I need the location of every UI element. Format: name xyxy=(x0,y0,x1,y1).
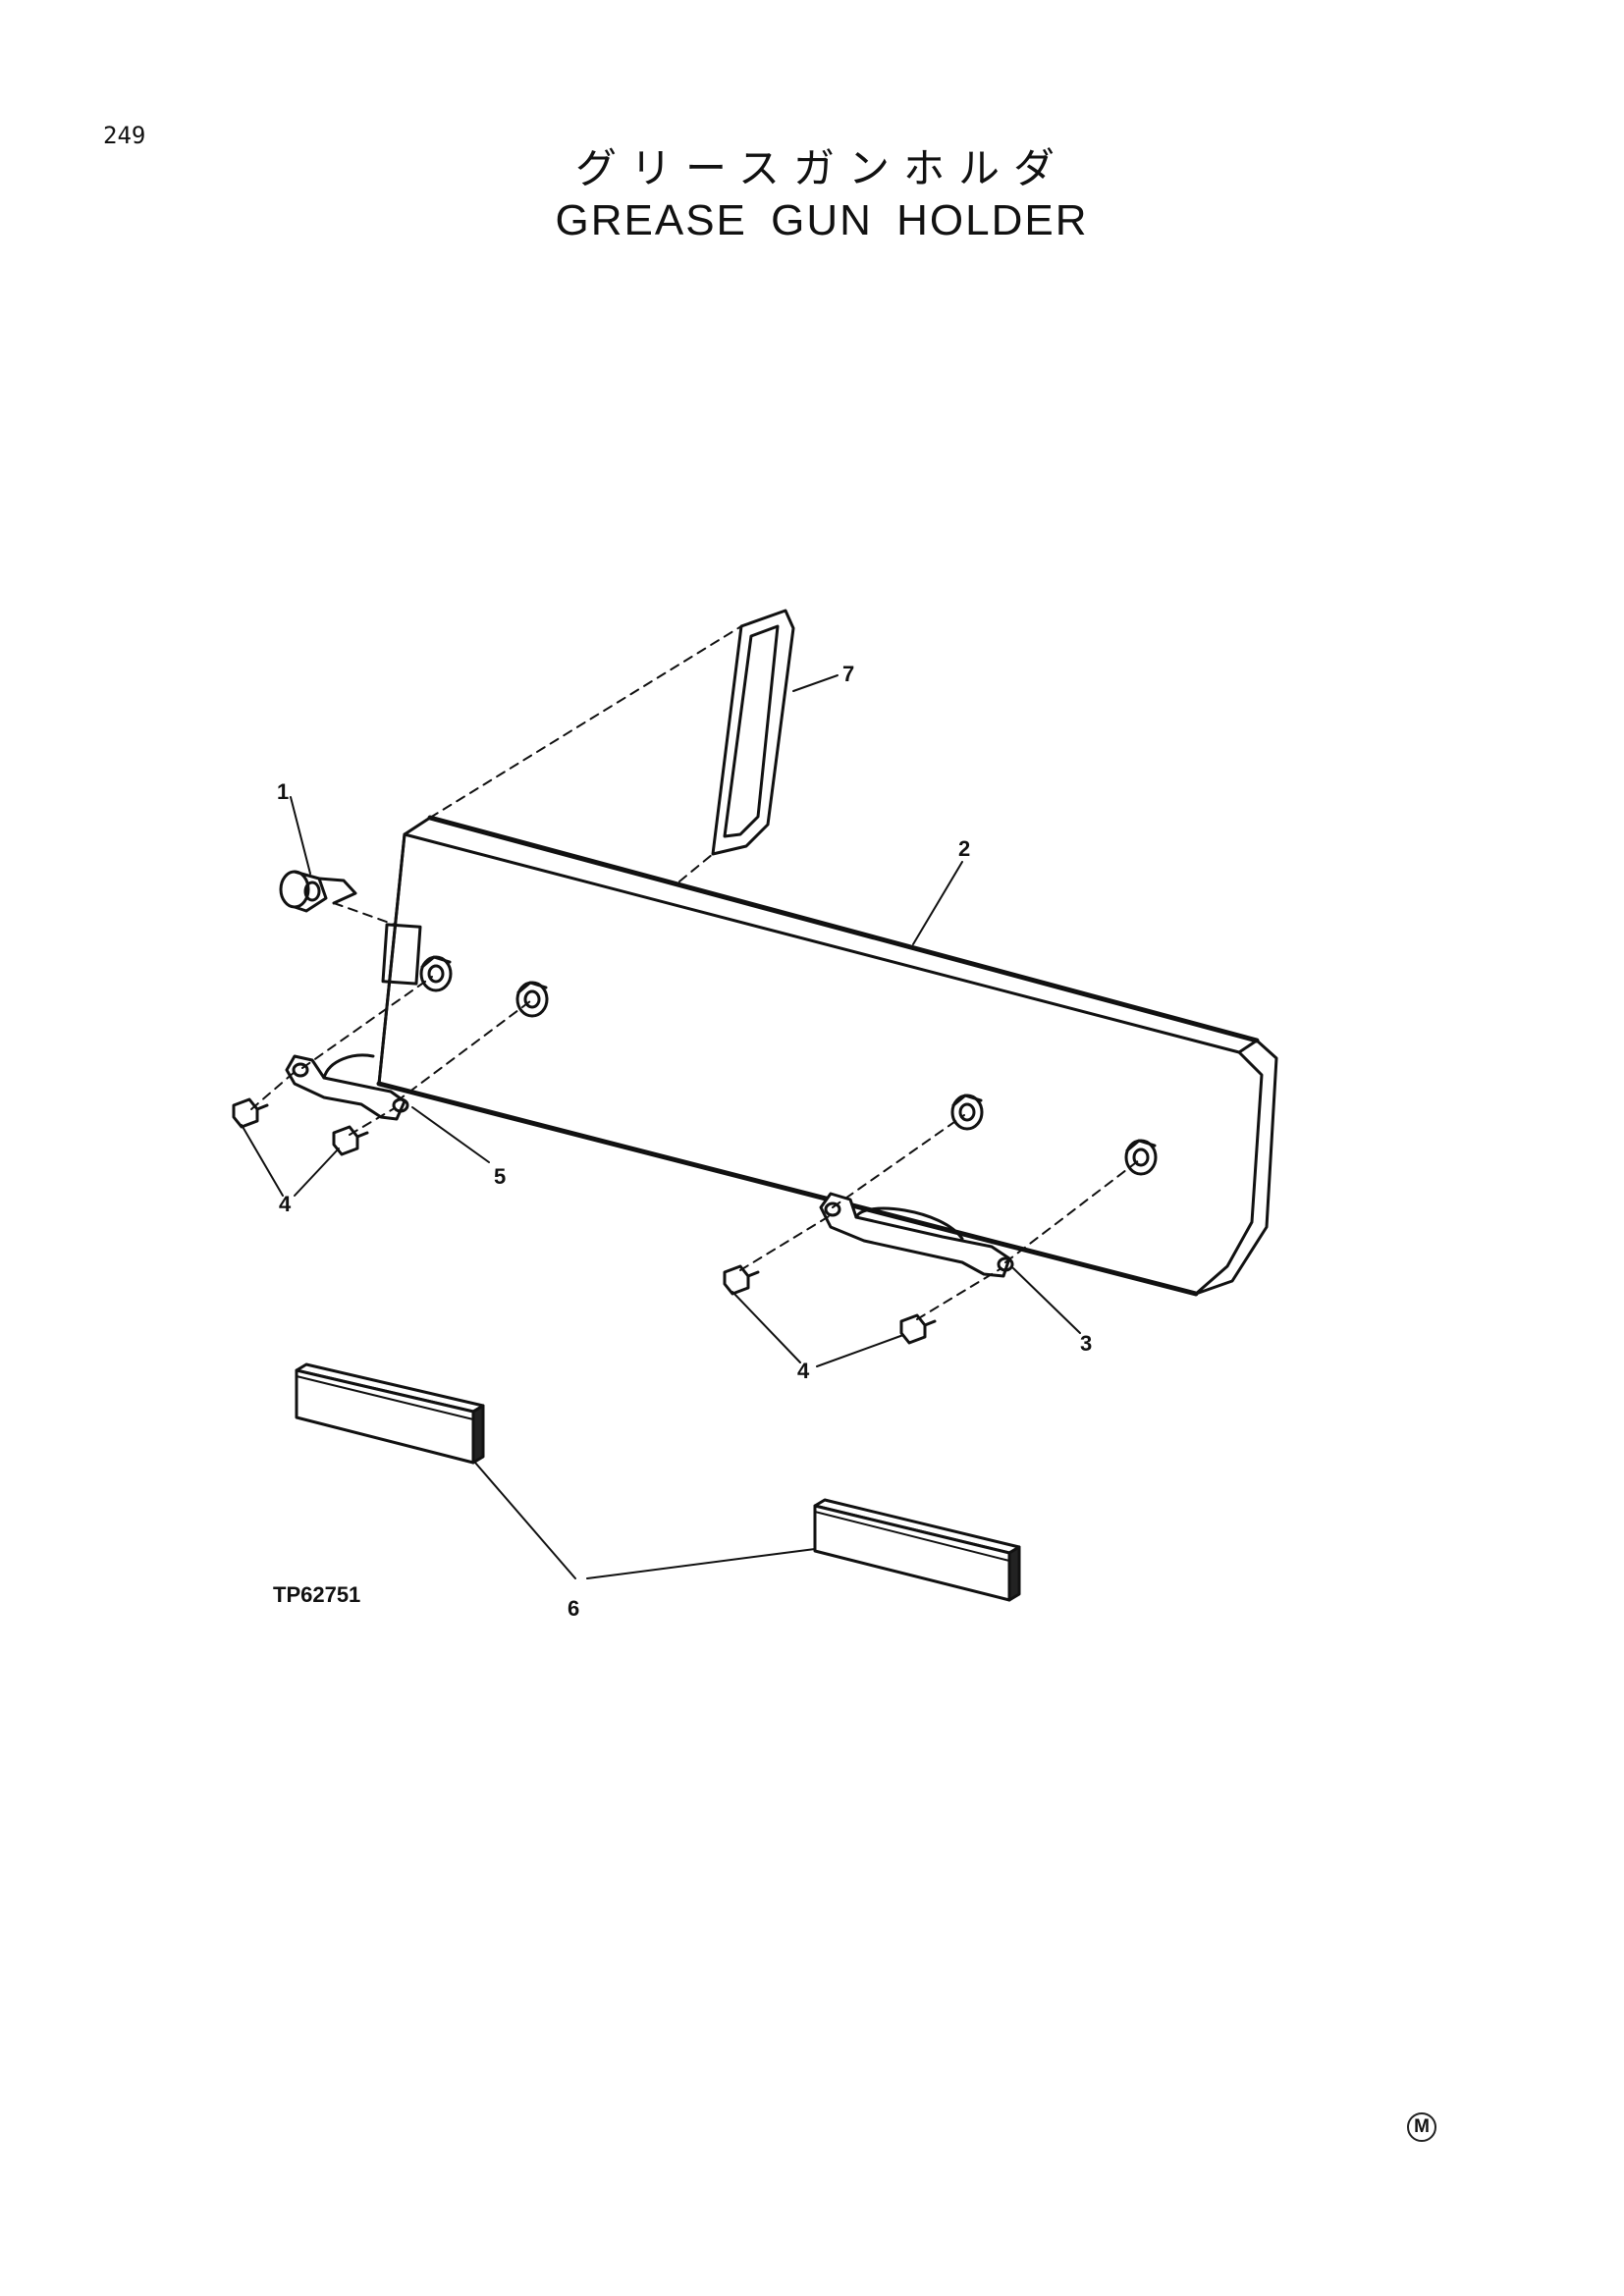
assembly-lines xyxy=(250,625,1140,1320)
strap-left xyxy=(285,1053,409,1121)
m-mark-badge: M xyxy=(1407,2112,1436,2142)
callout-labels: 1 2 3 4 4 4 5 6 7 xyxy=(277,662,1092,1621)
title-english: GREASE GUN HOLDER xyxy=(555,196,1089,244)
callout-2: 2 xyxy=(958,836,970,861)
pads xyxy=(295,1362,1021,1602)
callout-1: 1 xyxy=(277,779,289,804)
lock xyxy=(279,870,357,913)
page-number: 249 xyxy=(103,122,146,149)
title-japanese: グリースガンホルダ xyxy=(575,144,1068,192)
leader-lines xyxy=(241,674,1081,1579)
callout-4-left: 4 xyxy=(279,1192,292,1216)
callout-5: 5 xyxy=(494,1164,506,1189)
rubber-grip xyxy=(711,609,795,856)
bushing-group xyxy=(419,955,1158,1176)
bolts xyxy=(232,1097,937,1345)
callout-6: 6 xyxy=(568,1596,579,1621)
callout-3: 3 xyxy=(1080,1331,1092,1356)
figure-code: TP62751 xyxy=(273,1582,361,1607)
callout-4-mid: 4 xyxy=(797,1359,810,1383)
callout-7: 7 xyxy=(842,662,854,686)
holder-box xyxy=(376,815,1278,1297)
